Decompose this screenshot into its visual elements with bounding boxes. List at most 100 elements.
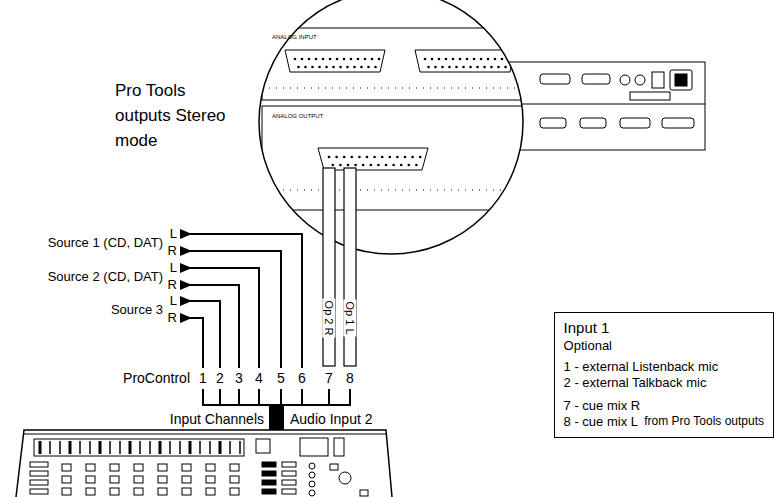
connector-pin [434,66,437,69]
console-fader-cap [99,441,102,454]
console-key [262,480,276,485]
connection-label: Input Channels [170,411,264,427]
console-key [86,488,95,495]
connector-pin [400,164,403,167]
connector-pin [367,66,370,69]
console-knob [339,472,351,484]
zoomed-connectors [262,28,537,210]
console-fader-cap [69,441,72,454]
console-key [282,480,296,485]
channel-side: L [170,261,177,276]
connector-pin [304,66,307,69]
console-key [86,464,95,471]
console-key [230,464,239,471]
panel-label: ANALOG OUTPUT [272,113,323,120]
connector-pin [346,66,349,69]
note-line: 8 - cue mix L [564,414,641,429]
console-key [110,476,119,483]
channel-number: 6 [297,370,307,386]
console-key [230,488,239,495]
console-key [30,489,48,494]
panel-label: ANALOG INPUT [272,34,317,41]
console-fader-cap [89,441,91,454]
console-key [134,488,143,495]
console-fader-cap [229,441,231,454]
source-wires [190,234,302,368]
console-fader-cap [59,441,61,454]
connector-pin [408,164,411,167]
connector-pin [459,58,462,61]
connector-pin [480,58,483,61]
note-line: 1 - external Listenback mic [564,359,764,374]
channel-wire [301,389,303,405]
connector-pin [357,58,360,61]
connector-pin [476,66,479,69]
channel-side: L [170,227,177,242]
console-key [62,464,71,471]
connector-pin [431,58,434,61]
console-fader-cap [139,441,141,454]
connector-pin [322,58,325,61]
connector-pin [441,66,444,69]
connector-pin [339,66,342,69]
cable-label: Op 2 R [323,299,336,338]
connector-pin [385,164,388,167]
console-key [262,471,276,476]
console-fader-cap [209,441,211,454]
connector-pin [411,156,414,159]
channel-wire [280,389,282,405]
connector-pin [366,156,369,159]
connector-pin [490,66,493,69]
connector-pin [487,58,490,61]
connector-pin [419,156,422,159]
console-knob [309,472,315,478]
console-key [206,488,215,495]
zoom-circle [259,0,523,254]
connector-pin [494,58,497,61]
arrowhead [180,313,192,323]
note-line: Optional [564,338,764,353]
console-connector [269,404,284,430]
connector-pin [297,66,300,69]
note-line: 7 - cue mix R [564,398,641,413]
console-fader-cap [49,441,51,454]
arrowhead [180,263,192,273]
console-key [30,480,48,485]
console-key [62,476,71,483]
source-wire [190,301,220,368]
connector-pin [358,156,361,159]
connector-pin [339,164,342,167]
channel-side: L [170,294,177,309]
connector-pin [371,58,374,61]
source-name: Source 3 [111,303,163,318]
connector-pin [343,58,346,61]
channel-number: 5 [276,370,286,386]
connector-pin [318,66,321,69]
arrowhead [180,280,192,290]
arrowhead [180,229,192,239]
console-key [330,464,338,470]
channel-wire [349,389,351,405]
channel-number: 7 [324,370,334,386]
connector-pin [336,58,339,61]
source-wire [190,234,302,368]
channel-bundle [202,389,351,405]
channel-number: 8 [345,370,355,386]
connector-pin [415,164,418,167]
connector-pin [378,58,381,61]
console-key [282,462,296,467]
interface-rear-panel [500,62,705,150]
connector-pin [347,164,350,167]
console-key [282,489,296,494]
console-key [262,462,276,467]
channel-number: 2 [215,370,225,386]
note-line: 2 - external Talkback mic [564,375,764,390]
console-fader-cap [109,441,111,454]
connector-pin [350,58,353,61]
connector-pin [311,66,314,69]
connector-pin [315,58,318,61]
console-fader-cap [219,441,222,454]
channel-wire [219,389,221,405]
console-knob [309,463,315,469]
console-key [206,476,215,483]
